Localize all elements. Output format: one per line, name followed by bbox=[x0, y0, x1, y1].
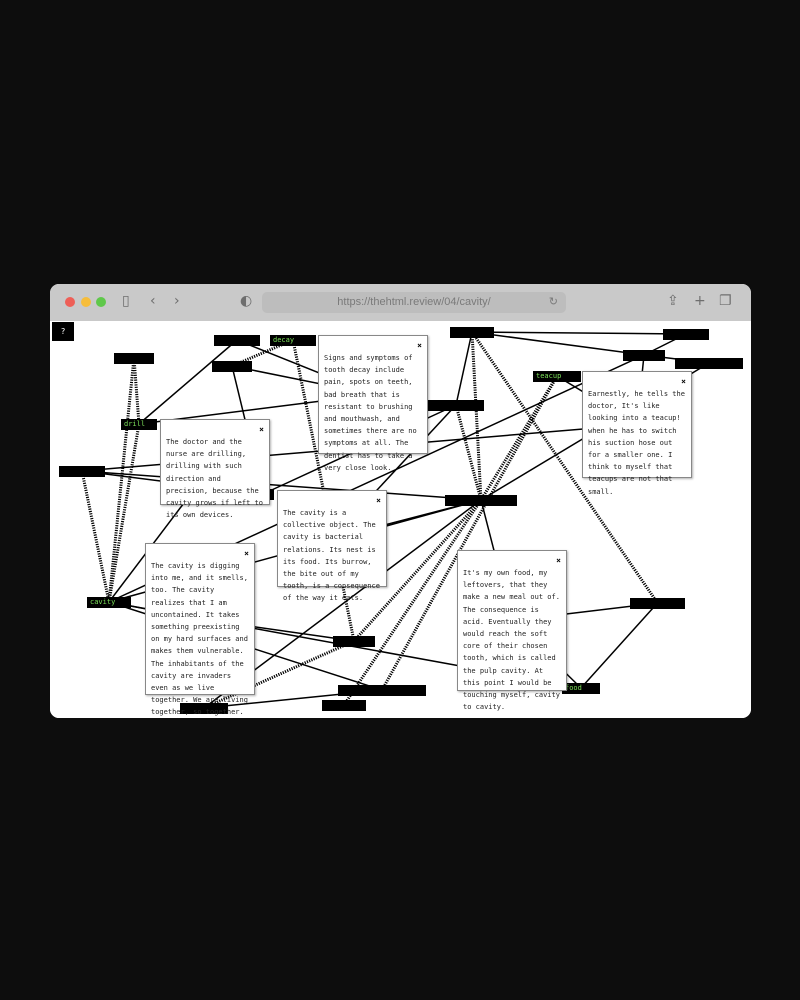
card-text: Signs and symptoms of tooth decay includ… bbox=[324, 354, 417, 472]
node[interactable] bbox=[663, 329, 709, 340]
shield-icon[interactable]: ◐ bbox=[240, 293, 253, 309]
close-icon[interactable]: × bbox=[376, 496, 381, 505]
close-icon[interactable]: × bbox=[417, 341, 422, 350]
dotted-connection-line bbox=[470, 331, 659, 604]
text-card[interactable]: ×Signs and symptoms of tooth decay inclu… bbox=[318, 335, 428, 472]
connection-line bbox=[138, 339, 238, 425]
card-text: The cavity is a collective object. The c… bbox=[283, 509, 380, 603]
node[interactable] bbox=[212, 361, 252, 372]
connection-line bbox=[471, 331, 687, 335]
dotted-connection-line bbox=[470, 331, 483, 501]
help-button[interactable]: ? bbox=[52, 322, 74, 341]
node-food[interactable]: food bbox=[562, 683, 600, 694]
card-text: Earnestly, he tells the doctor, It's lik… bbox=[588, 390, 685, 496]
dotted-connection-line bbox=[352, 498, 483, 643]
card-text: The cavity is digging into me, and it sm… bbox=[151, 562, 248, 717]
close-icon[interactable]: × bbox=[681, 377, 686, 386]
node[interactable] bbox=[675, 358, 743, 369]
connection-line bbox=[471, 331, 645, 356]
text-card[interactable]: × Earnestly, he tells the doctor, It's li… bbox=[582, 371, 692, 496]
dotted-connection-line bbox=[203, 639, 355, 710]
text-card[interactable]: × The cavity is digging into me, and it s… bbox=[145, 543, 255, 716]
node[interactable] bbox=[630, 598, 685, 609]
node[interactable] bbox=[623, 350, 665, 361]
share-icon[interactable]: ⇪ bbox=[667, 293, 679, 309]
connection-line bbox=[580, 602, 659, 689]
node-teacup[interactable]: teacup bbox=[533, 371, 581, 382]
new-tab-icon[interactable]: + bbox=[694, 293, 706, 309]
text-card[interactable]: × The doctor and the nurse are drilling, … bbox=[160, 419, 270, 519]
node-cavity[interactable]: cavity bbox=[87, 597, 131, 608]
close-window-button[interactable] bbox=[65, 297, 75, 307]
url-text: https://thehtml.review/04/cavity/ bbox=[337, 296, 491, 308]
node[interactable] bbox=[180, 703, 228, 714]
node[interactable] bbox=[445, 495, 517, 506]
close-icon[interactable]: × bbox=[259, 425, 264, 434]
node[interactable] bbox=[59, 466, 105, 477]
sidebar-icon[interactable]: ▯ bbox=[122, 293, 130, 309]
dotted-connection-line bbox=[80, 470, 111, 603]
close-icon[interactable]: × bbox=[556, 556, 561, 565]
dotted-connection-line bbox=[342, 499, 483, 706]
card-text: It's my own food, my leftovers, that the… bbox=[463, 569, 560, 712]
node-decay[interactable]: decay bbox=[270, 335, 316, 346]
close-icon[interactable]: × bbox=[244, 549, 249, 558]
tabs-overview-icon[interactable]: ❐ bbox=[719, 293, 732, 309]
dotted-connection-line bbox=[291, 339, 356, 642]
back-icon[interactable]: ‹ bbox=[150, 293, 156, 309]
browser-window: ▯ ‹ › ◐ https://thehtml.review/04/cavity… bbox=[50, 284, 751, 718]
dotted-connection-line bbox=[107, 357, 136, 603]
node[interactable] bbox=[338, 685, 426, 696]
dotted-connection-line bbox=[107, 423, 141, 603]
text-card[interactable]: × The cavity is a collective object. The … bbox=[277, 490, 387, 602]
node[interactable] bbox=[428, 400, 484, 411]
dotted-connection-line bbox=[132, 357, 141, 425]
node[interactable] bbox=[114, 353, 154, 364]
text-card[interactable]: × It's my own food, my leftovers, that th… bbox=[457, 550, 567, 711]
connection-line bbox=[455, 331, 473, 406]
node[interactable] bbox=[214, 335, 260, 346]
dotted-connection-line bbox=[454, 404, 483, 501]
maximize-window-button[interactable] bbox=[96, 297, 106, 307]
forward-icon[interactable]: › bbox=[174, 293, 180, 309]
url-bar[interactable]: https://thehtml.review/04/cavity/ ↻ bbox=[262, 292, 566, 313]
node[interactable] bbox=[322, 700, 366, 711]
node[interactable] bbox=[333, 636, 375, 647]
node[interactable] bbox=[450, 327, 494, 338]
minimize-window-button[interactable] bbox=[81, 297, 91, 307]
reload-icon[interactable]: ↻ bbox=[548, 296, 558, 308]
node-drill[interactable]: drill bbox=[121, 419, 157, 430]
browser-toolbar: ▯ ‹ › ◐ https://thehtml.review/04/cavity… bbox=[50, 284, 751, 322]
card-text: The doctor and the nurse are drilling, d… bbox=[166, 438, 263, 520]
